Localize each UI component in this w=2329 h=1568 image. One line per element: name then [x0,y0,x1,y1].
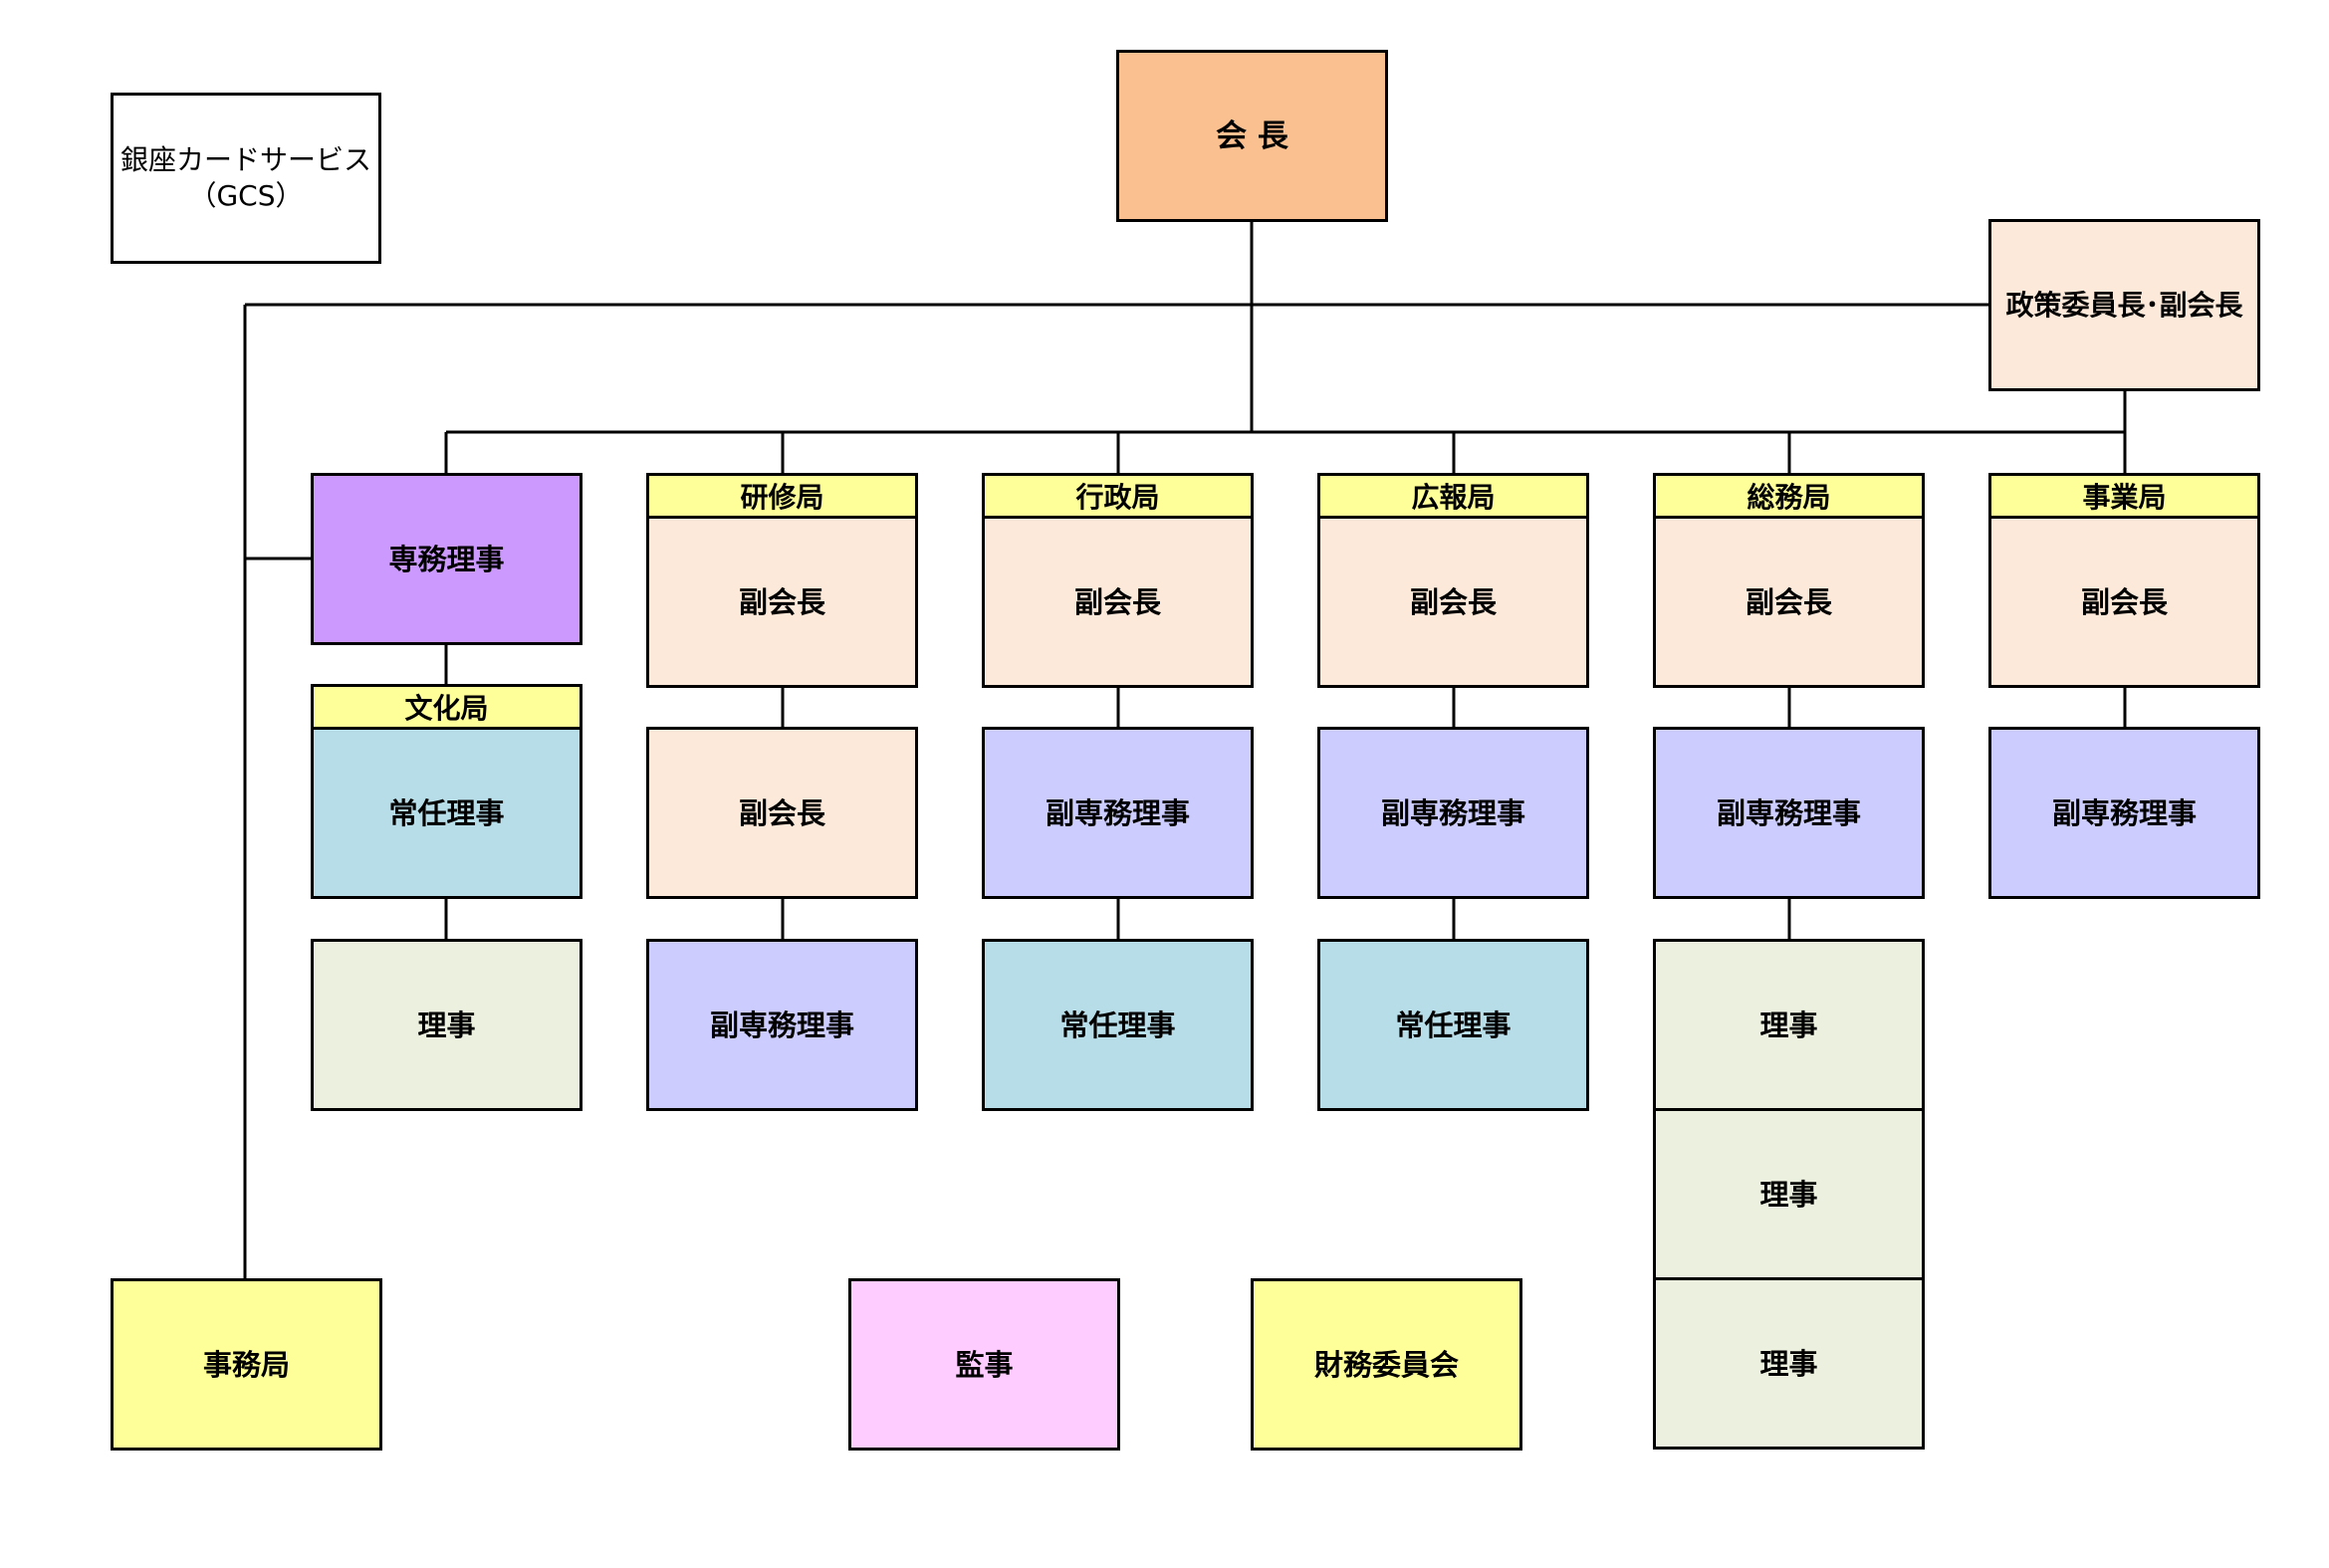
general-director1-label: 理事 [1759,1008,1818,1042]
pr-vp-label: 副会長 [1409,584,1497,619]
pr-exec-box: 常任理事 [1317,939,1589,1111]
pr-deputy-box: 副専務理事 [1317,727,1589,899]
senior-director-label: 専務理事 [388,542,505,576]
admin-bureau-header: 行政局 [982,473,1254,519]
gcs-name: 銀座カードサービス [119,143,371,176]
general-deputy-box: 副専務理事 [1653,727,1925,899]
general-vp-label: 副会長 [1745,584,1832,619]
admin-deputy-label: 副専務理事 [1045,795,1190,830]
general-director3-label: 理事 [1759,1346,1818,1381]
business-bureau-label: 事業局 [2082,481,2167,514]
training-bureau-label: 研修局 [740,481,824,514]
policy-chair-box: 政策委員長･副会長 [1988,219,2260,391]
general-director1-box: 理事 [1653,939,1925,1111]
auditor-label: 監事 [955,1347,1014,1382]
gcs-box: 銀座カードサービス （GCS） [111,93,381,264]
admin-vp-label: 副会長 [1073,584,1161,619]
culture-exec-label: 常任理事 [388,795,505,830]
general-director2-box: 理事 [1653,1108,1925,1280]
training-vp-label: 副会長 [738,584,825,619]
business-vp-label: 副会長 [2080,584,2168,619]
pr-deputy-label: 副専務理事 [1380,795,1525,830]
training-vp2-label: 副会長 [738,795,825,830]
policy-chair-label: 政策委員長･副会長 [2005,288,2243,322]
culture-director-label: 理事 [417,1008,476,1042]
general-bureau-header: 総務局 [1653,473,1925,519]
business-vp-box: 副会長 [1988,516,2260,688]
pr-bureau-header: 広報局 [1317,473,1589,519]
general-deputy-label: 副専務理事 [1716,795,1861,830]
training-deputy-box: 副専務理事 [646,939,918,1111]
general-director3-box: 理事 [1653,1277,1925,1450]
culture-director-box: 理事 [311,939,582,1111]
auditor-box: 監事 [848,1278,1120,1451]
training-vp2-box: 副会長 [646,727,918,899]
culture-bureau-label: 文化局 [404,692,489,725]
secretariat-box: 事務局 [111,1278,382,1451]
pr-bureau-label: 広報局 [1411,481,1496,514]
training-vp-box: 副会長 [646,516,918,688]
training-deputy-label: 副専務理事 [709,1008,854,1042]
senior-director-box: 専務理事 [311,473,582,645]
gcs-abbrev: （GCS） [188,179,304,212]
admin-exec-box: 常任理事 [982,939,1254,1111]
general-bureau-label: 総務局 [1747,481,1831,514]
admin-vp-box: 副会長 [982,516,1254,688]
secretariat-label: 事務局 [202,1347,290,1382]
general-director2-label: 理事 [1759,1177,1818,1212]
pr-exec-label: 常任理事 [1395,1008,1512,1042]
training-bureau-header: 研修局 [646,473,918,519]
admin-deputy-box: 副専務理事 [982,727,1254,899]
finance-committee-label: 財務委員会 [1313,1347,1459,1382]
business-bureau-header: 事業局 [1988,473,2260,519]
admin-bureau-label: 行政局 [1075,481,1160,514]
admin-exec-label: 常任理事 [1059,1008,1176,1042]
business-deputy-box: 副専務理事 [1988,727,2260,899]
pr-vp-box: 副会長 [1317,516,1589,688]
finance-committee-box: 財務委員会 [1251,1278,1522,1451]
general-vp-box: 副会長 [1653,516,1925,688]
business-deputy-label: 副専務理事 [2051,795,2197,830]
culture-exec-box: 常任理事 [311,727,582,899]
president-label: 会 長 [1216,117,1288,154]
culture-bureau-header: 文化局 [311,684,582,730]
president-box: 会 長 [1116,50,1388,222]
